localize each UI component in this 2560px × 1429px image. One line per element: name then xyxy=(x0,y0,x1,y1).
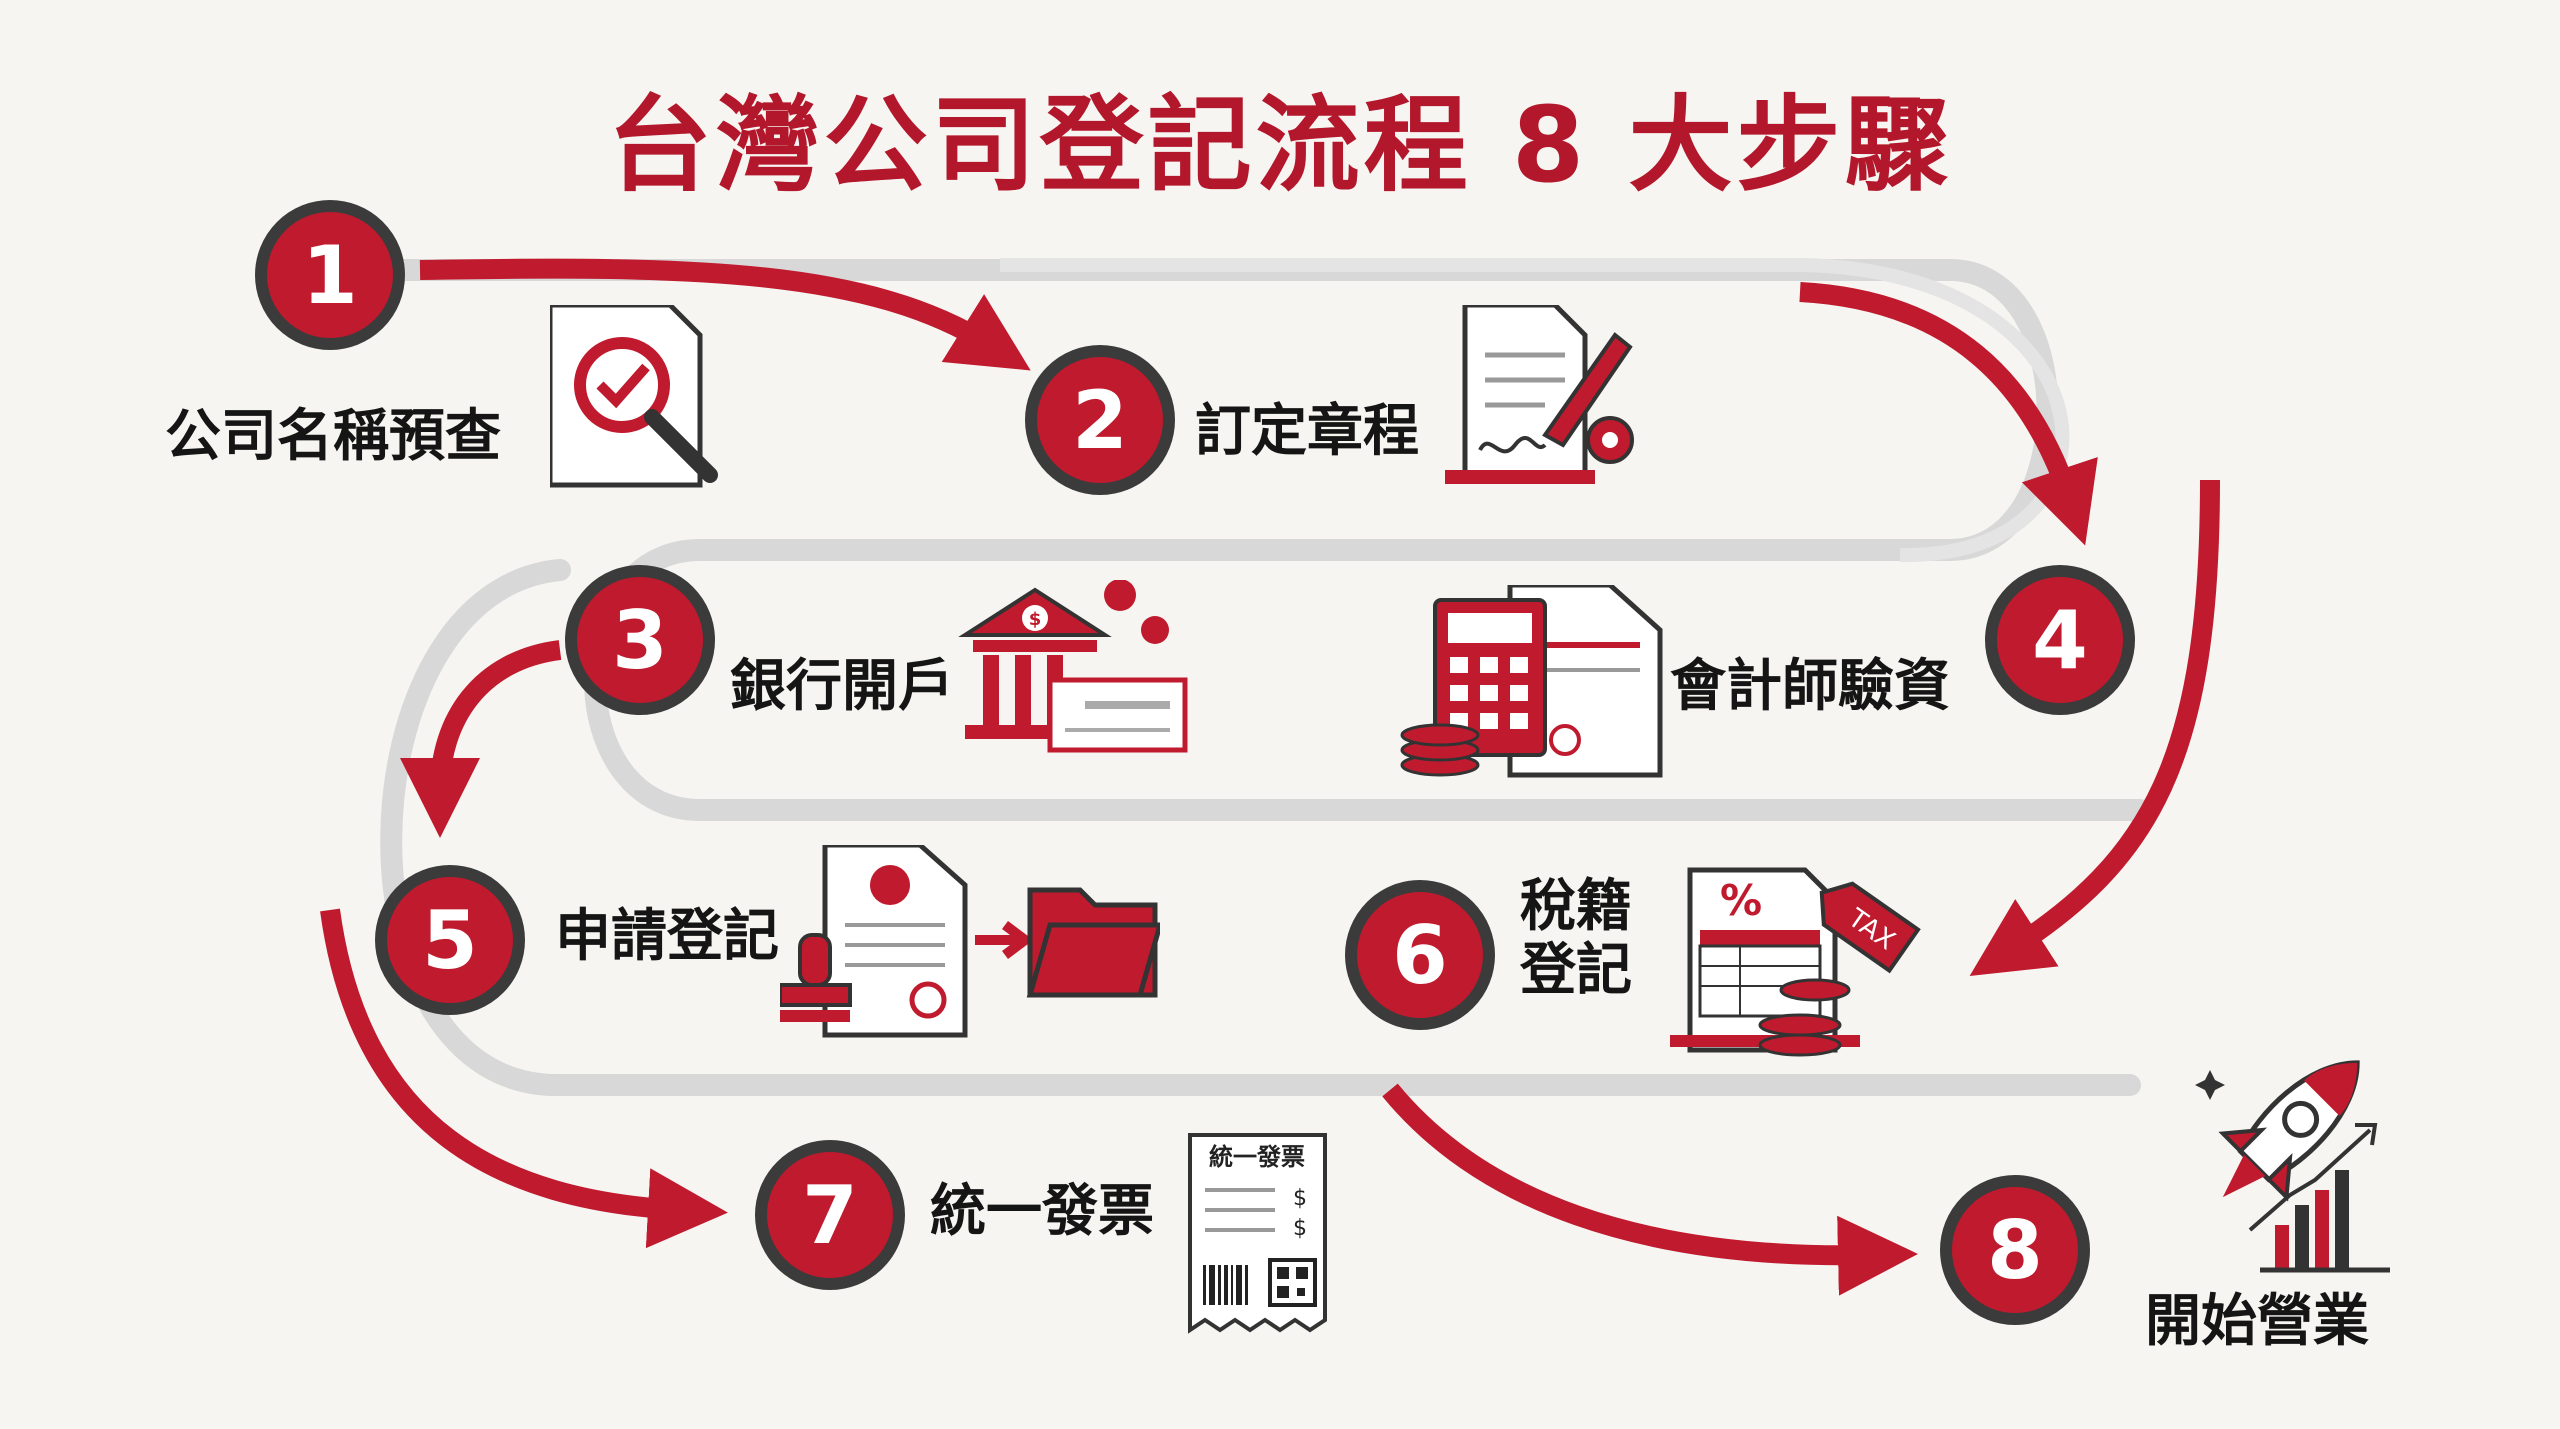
bank-cheque-icon: $ xyxy=(958,580,1188,753)
step-7-label: 統一發票 xyxy=(930,1179,1154,1244)
step-3-label: 銀行開戶 xyxy=(730,654,954,719)
invoice-receipt-icon: 統一發票 $ $ xyxy=(1188,1133,1327,1334)
page-title: 台灣公司登記流程 8 大步驟 xyxy=(607,84,1953,206)
arrow-5-to-7 xyxy=(320,908,728,1249)
arrow-6-to-8 xyxy=(1382,1083,1918,1296)
receipt-dollar-1: $ xyxy=(1293,1186,1307,1211)
receipt-dollar-2: $ xyxy=(1293,1216,1307,1241)
step-4-badge: 4 xyxy=(1985,565,2135,715)
document-magnifier-check-icon xyxy=(550,305,718,488)
arrow-3-to-5 xyxy=(400,640,562,838)
step-1-badge: 1 xyxy=(255,200,405,350)
serpentine-track-outer xyxy=(1000,258,2070,563)
stamp-document-folder-icon xyxy=(780,845,1160,1038)
step-8-label: 開始營業 xyxy=(2145,1289,2369,1354)
arrow-1-to-2 xyxy=(419,258,1031,371)
arrow-2-to-4 xyxy=(1799,282,2098,546)
step-6-label-line2: 登記 xyxy=(1520,938,1632,1004)
tax-document-tag-icon: % TAX xyxy=(1670,867,1921,1057)
step-8-badge: 8 xyxy=(1940,1175,2090,1325)
serpentine-track xyxy=(319,259,2151,821)
calculator-coins-document-icon xyxy=(1400,585,1663,778)
step-1-label: 公司名稱預查 xyxy=(165,404,501,469)
step-2-badge: 2 xyxy=(1025,345,1175,495)
receipt-title: 統一發票 xyxy=(1209,1143,1305,1171)
serpentine-track-left xyxy=(380,559,2141,1097)
bank-dollar-sign: $ xyxy=(1029,609,1042,630)
step-4-label: 會計師驗資 xyxy=(1670,654,1950,719)
arrow-4-to-6 xyxy=(1969,479,2220,976)
step-2-label: 訂定章程 xyxy=(1195,399,1419,464)
step-3-badge: 3 xyxy=(565,565,715,715)
rocket-growth-chart-icon xyxy=(2195,1060,2390,1273)
step-6-label-line1: 稅籍 xyxy=(1520,874,1632,939)
document-pen-gear-icon xyxy=(1445,305,1634,484)
step-5-badge: 5 xyxy=(375,865,525,1015)
step-5-label: 申請登記 xyxy=(555,904,779,969)
step-6-label: 稅籍 登記 xyxy=(1520,874,1640,1004)
tax-percent-sign: % xyxy=(1720,876,1762,925)
step-6-badge: 6 xyxy=(1345,880,1495,1030)
step-7-badge: 7 xyxy=(755,1140,905,1290)
